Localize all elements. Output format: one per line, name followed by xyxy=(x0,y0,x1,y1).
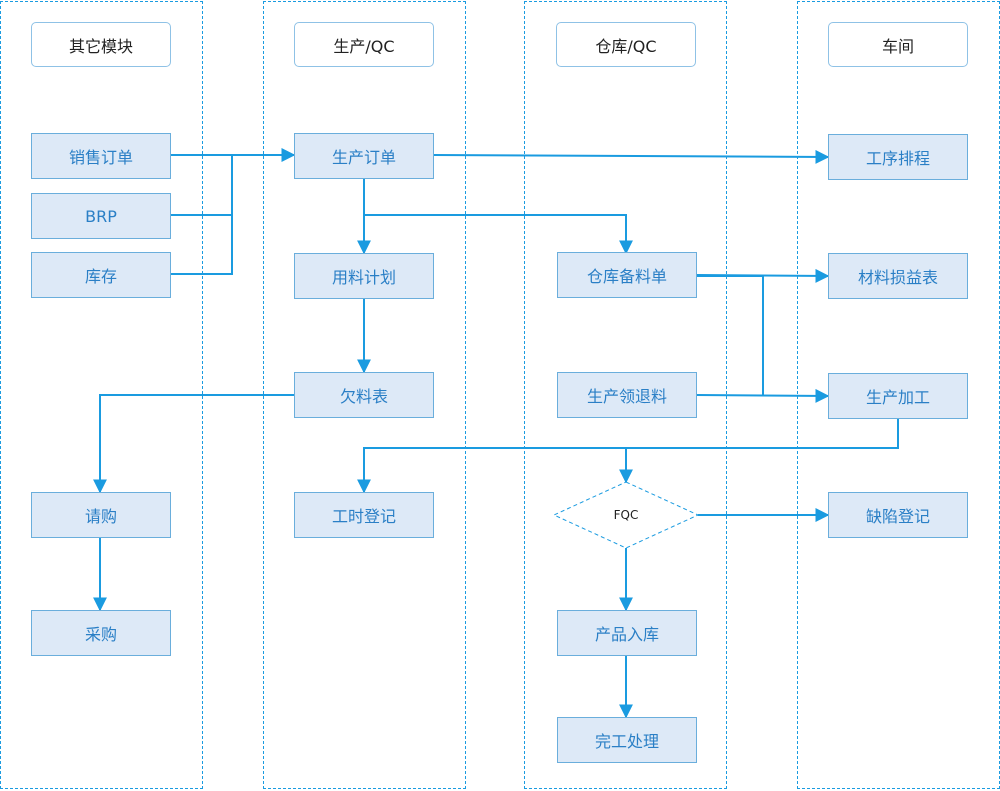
node-material-plan: 用料计划 xyxy=(294,253,434,299)
edge-warehouse-prep-to-production-processing xyxy=(697,275,764,395)
node-process-scheduling: 工序排程 xyxy=(828,134,968,180)
node-requisition: 请购 xyxy=(31,492,171,538)
fqc-label: FQC xyxy=(613,508,639,522)
node-inventory: 库存 xyxy=(31,252,171,298)
node-shortage-list: 欠料表 xyxy=(294,372,434,418)
node-labor-hours: 工时登记 xyxy=(294,492,434,538)
edge-production-order-to-process-scheduling xyxy=(433,149,830,164)
fqc-decision-diamond xyxy=(552,481,700,549)
node-material-loss-gain: 材料损益表 xyxy=(828,253,968,299)
node-completion: 完工处理 xyxy=(557,717,697,763)
edge-production-order-to-warehouse-prep xyxy=(364,214,633,255)
node-product-stock-in: 产品入库 xyxy=(557,610,697,656)
lane-header-workshop: 车间 xyxy=(828,22,968,67)
node-brp: BRP xyxy=(31,193,171,239)
node-production-issue-return: 生产领退料 xyxy=(557,372,697,418)
edge-issue-return-to-production-processing xyxy=(696,388,830,403)
node-defect-register: 缺陷登记 xyxy=(828,492,968,538)
edge-shortage-list-to-requisition xyxy=(93,394,294,494)
edge-inventory-merge xyxy=(171,155,233,275)
edge-production-processing-branch xyxy=(357,419,899,494)
node-warehouse-prep: 仓库备料单 xyxy=(557,252,697,298)
lane-header-other-modules: 其它模块 xyxy=(31,22,171,67)
node-production-processing: 生产加工 xyxy=(828,373,968,419)
node-production-order: 生产订单 xyxy=(294,133,434,179)
lane-header-warehouse-qc: 仓库/QC xyxy=(556,22,696,67)
node-sales-order: 销售订单 xyxy=(31,133,171,179)
node-purchase: 采购 xyxy=(31,610,171,656)
lane-header-production-qc: 生产/QC xyxy=(294,22,434,67)
